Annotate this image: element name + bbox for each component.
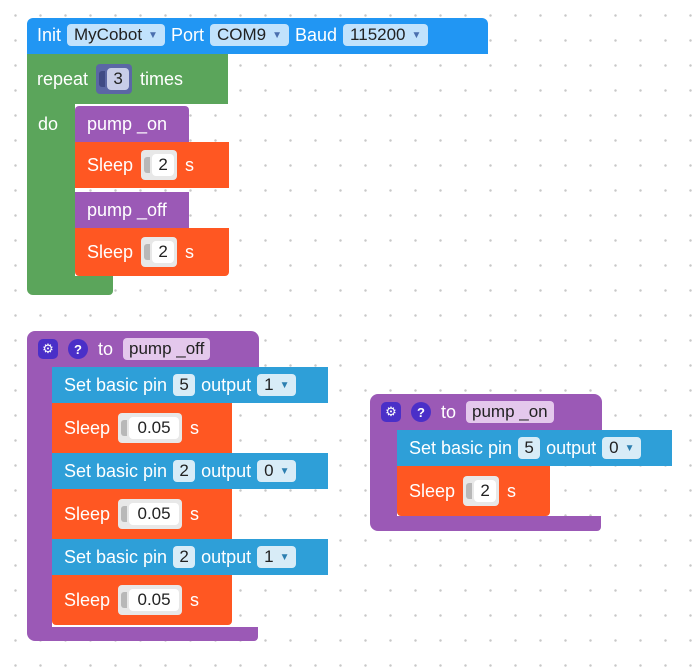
procedure-pump-off-arm bbox=[27, 367, 52, 629]
chevron-down-icon: ▼ bbox=[279, 379, 290, 391]
init-label: Init bbox=[37, 24, 62, 45]
sleep-unit-label: s bbox=[190, 589, 200, 610]
call-pump-on-label: pump _on bbox=[87, 114, 168, 134]
output-value-dropdown[interactable]: 0 ▼ bbox=[602, 437, 642, 459]
times-label: times bbox=[140, 68, 184, 89]
output-value: 1 bbox=[264, 375, 274, 394]
baud-dropdown-value: 115200 bbox=[350, 25, 406, 44]
sleep-value-input[interactable]: 0.05 bbox=[129, 417, 180, 439]
gear-icon[interactable]: ⚙ bbox=[38, 339, 58, 359]
sleep-value-socket: 0.05 bbox=[118, 585, 183, 615]
repeat-label: repeat bbox=[37, 68, 89, 89]
procedure-pump-off-bottom bbox=[27, 627, 258, 641]
sleep-label: Sleep bbox=[64, 417, 111, 438]
sleep-value-input[interactable]: 0.05 bbox=[129, 589, 180, 611]
output-value-dropdown[interactable]: 1 ▼ bbox=[257, 546, 297, 568]
set-basic-pin-block[interactable]: Set basic pin 2 output 1 ▼ bbox=[52, 539, 328, 575]
robot-dropdown-value: MyCobot bbox=[74, 25, 143, 44]
sleep-value-socket: 0.05 bbox=[118, 413, 183, 443]
repeat-count-socket: 3 bbox=[96, 64, 133, 94]
sleep-value-socket: 2 bbox=[141, 150, 178, 180]
output-value-dropdown[interactable]: 1 ▼ bbox=[257, 374, 297, 396]
output-label: output bbox=[546, 437, 597, 458]
sleep-block[interactable]: Sleep 0.05 s bbox=[52, 403, 232, 453]
set-pin-label: Set basic pin bbox=[64, 460, 168, 481]
port-dropdown-value: COM9 bbox=[216, 25, 267, 44]
robot-dropdown[interactable]: MyCobot ▼ bbox=[67, 24, 165, 46]
sleep-block[interactable]: Sleep 0.05 s bbox=[52, 489, 232, 539]
repeat-count-input[interactable]: 3 bbox=[107, 68, 130, 90]
chevron-down-icon: ▼ bbox=[148, 29, 158, 41]
baud-dropdown[interactable]: 115200 ▼ bbox=[343, 24, 429, 46]
output-label: output bbox=[201, 374, 252, 395]
output-value: 1 bbox=[264, 547, 274, 566]
pin-number-input[interactable]: 2 bbox=[173, 546, 196, 568]
sleep-label: Sleep bbox=[64, 503, 111, 524]
procedure-to-label: to bbox=[98, 338, 114, 359]
set-basic-pin-block[interactable]: Set basic pin 2 output 0 ▼ bbox=[52, 453, 328, 489]
repeat-block-bottom bbox=[27, 276, 113, 295]
sleep-value-input[interactable]: 0.05 bbox=[129, 503, 180, 525]
port-dropdown[interactable]: COM9 ▼ bbox=[209, 24, 289, 46]
sleep-unit-label: s bbox=[185, 154, 195, 175]
do-label: do bbox=[38, 114, 59, 134]
set-basic-pin-block[interactable]: Set basic pin 5 output 0 ▼ bbox=[397, 430, 672, 466]
sleep-label: Sleep bbox=[87, 241, 134, 262]
procedure-pump-off-header[interactable]: ⚙ ? to pump _off bbox=[27, 331, 259, 367]
repeat-block-arm: do bbox=[27, 104, 75, 276]
sleep-block[interactable]: Sleep 2 s bbox=[75, 228, 229, 276]
repeat-block[interactable]: repeat 3 times bbox=[27, 54, 228, 104]
help-icon[interactable]: ? bbox=[411, 402, 431, 422]
baud-label: Baud bbox=[295, 24, 338, 45]
chevron-down-icon: ▼ bbox=[279, 551, 290, 563]
sleep-value-input[interactable]: 2 bbox=[152, 241, 175, 263]
sleep-unit-label: s bbox=[185, 241, 195, 262]
call-pump-on-block[interactable]: pump _on bbox=[75, 106, 189, 142]
output-value-dropdown[interactable]: 0 ▼ bbox=[257, 460, 297, 482]
call-pump-off-label: pump _off bbox=[87, 200, 167, 220]
set-pin-label: Set basic pin bbox=[409, 437, 513, 458]
sleep-block[interactable]: Sleep 2 s bbox=[397, 466, 550, 516]
sleep-value-socket: 0.05 bbox=[118, 499, 183, 529]
pin-number-input[interactable]: 2 bbox=[173, 460, 196, 482]
procedure-name-field[interactable]: pump _on bbox=[466, 401, 554, 423]
call-pump-off-block[interactable]: pump _off bbox=[75, 192, 189, 228]
help-icon[interactable]: ? bbox=[68, 339, 88, 359]
sleep-value-socket: 2 bbox=[463, 476, 500, 506]
procedure-to-label: to bbox=[441, 401, 457, 422]
set-basic-pin-block[interactable]: Set basic pin 5 output 1 ▼ bbox=[52, 367, 328, 403]
sleep-unit-label: s bbox=[190, 503, 200, 524]
procedure-pump-on-header[interactable]: ⚙ ? to pump _on bbox=[370, 394, 602, 430]
procedure-pump-on-bottom bbox=[370, 516, 601, 531]
sleep-label: Sleep bbox=[87, 154, 134, 175]
output-label: output bbox=[201, 460, 252, 481]
output-value: 0 bbox=[264, 461, 274, 480]
gear-icon[interactable]: ⚙ bbox=[381, 402, 401, 422]
output-value: 0 bbox=[609, 438, 619, 457]
sleep-label: Sleep bbox=[409, 480, 456, 501]
sleep-value-socket: 2 bbox=[141, 237, 178, 267]
sleep-block[interactable]: Sleep 2 s bbox=[75, 142, 229, 188]
pin-number-input[interactable]: 5 bbox=[173, 374, 196, 396]
port-label: Port bbox=[170, 24, 204, 45]
sleep-unit-label: s bbox=[190, 417, 200, 438]
procedure-pump-on-arm bbox=[370, 430, 397, 520]
output-label: output bbox=[201, 546, 252, 567]
sleep-value-input[interactable]: 2 bbox=[152, 154, 175, 176]
procedure-name-field[interactable]: pump _off bbox=[123, 338, 211, 360]
sleep-block[interactable]: Sleep 0.05 s bbox=[52, 575, 232, 625]
init-mycobot-block[interactable]: Init MyCobot ▼ Port COM9 ▼ Baud 115200 ▼ bbox=[27, 18, 488, 54]
set-pin-label: Set basic pin bbox=[64, 546, 168, 567]
chevron-down-icon: ▼ bbox=[279, 465, 290, 477]
chevron-down-icon: ▼ bbox=[624, 442, 635, 454]
sleep-label: Sleep bbox=[64, 589, 111, 610]
set-pin-label: Set basic pin bbox=[64, 374, 168, 395]
pin-number-input[interactable]: 5 bbox=[518, 437, 541, 459]
sleep-value-input[interactable]: 2 bbox=[474, 480, 497, 502]
sleep-unit-label: s bbox=[507, 480, 517, 501]
chevron-down-icon: ▼ bbox=[411, 29, 422, 41]
chevron-down-icon: ▼ bbox=[272, 29, 282, 41]
